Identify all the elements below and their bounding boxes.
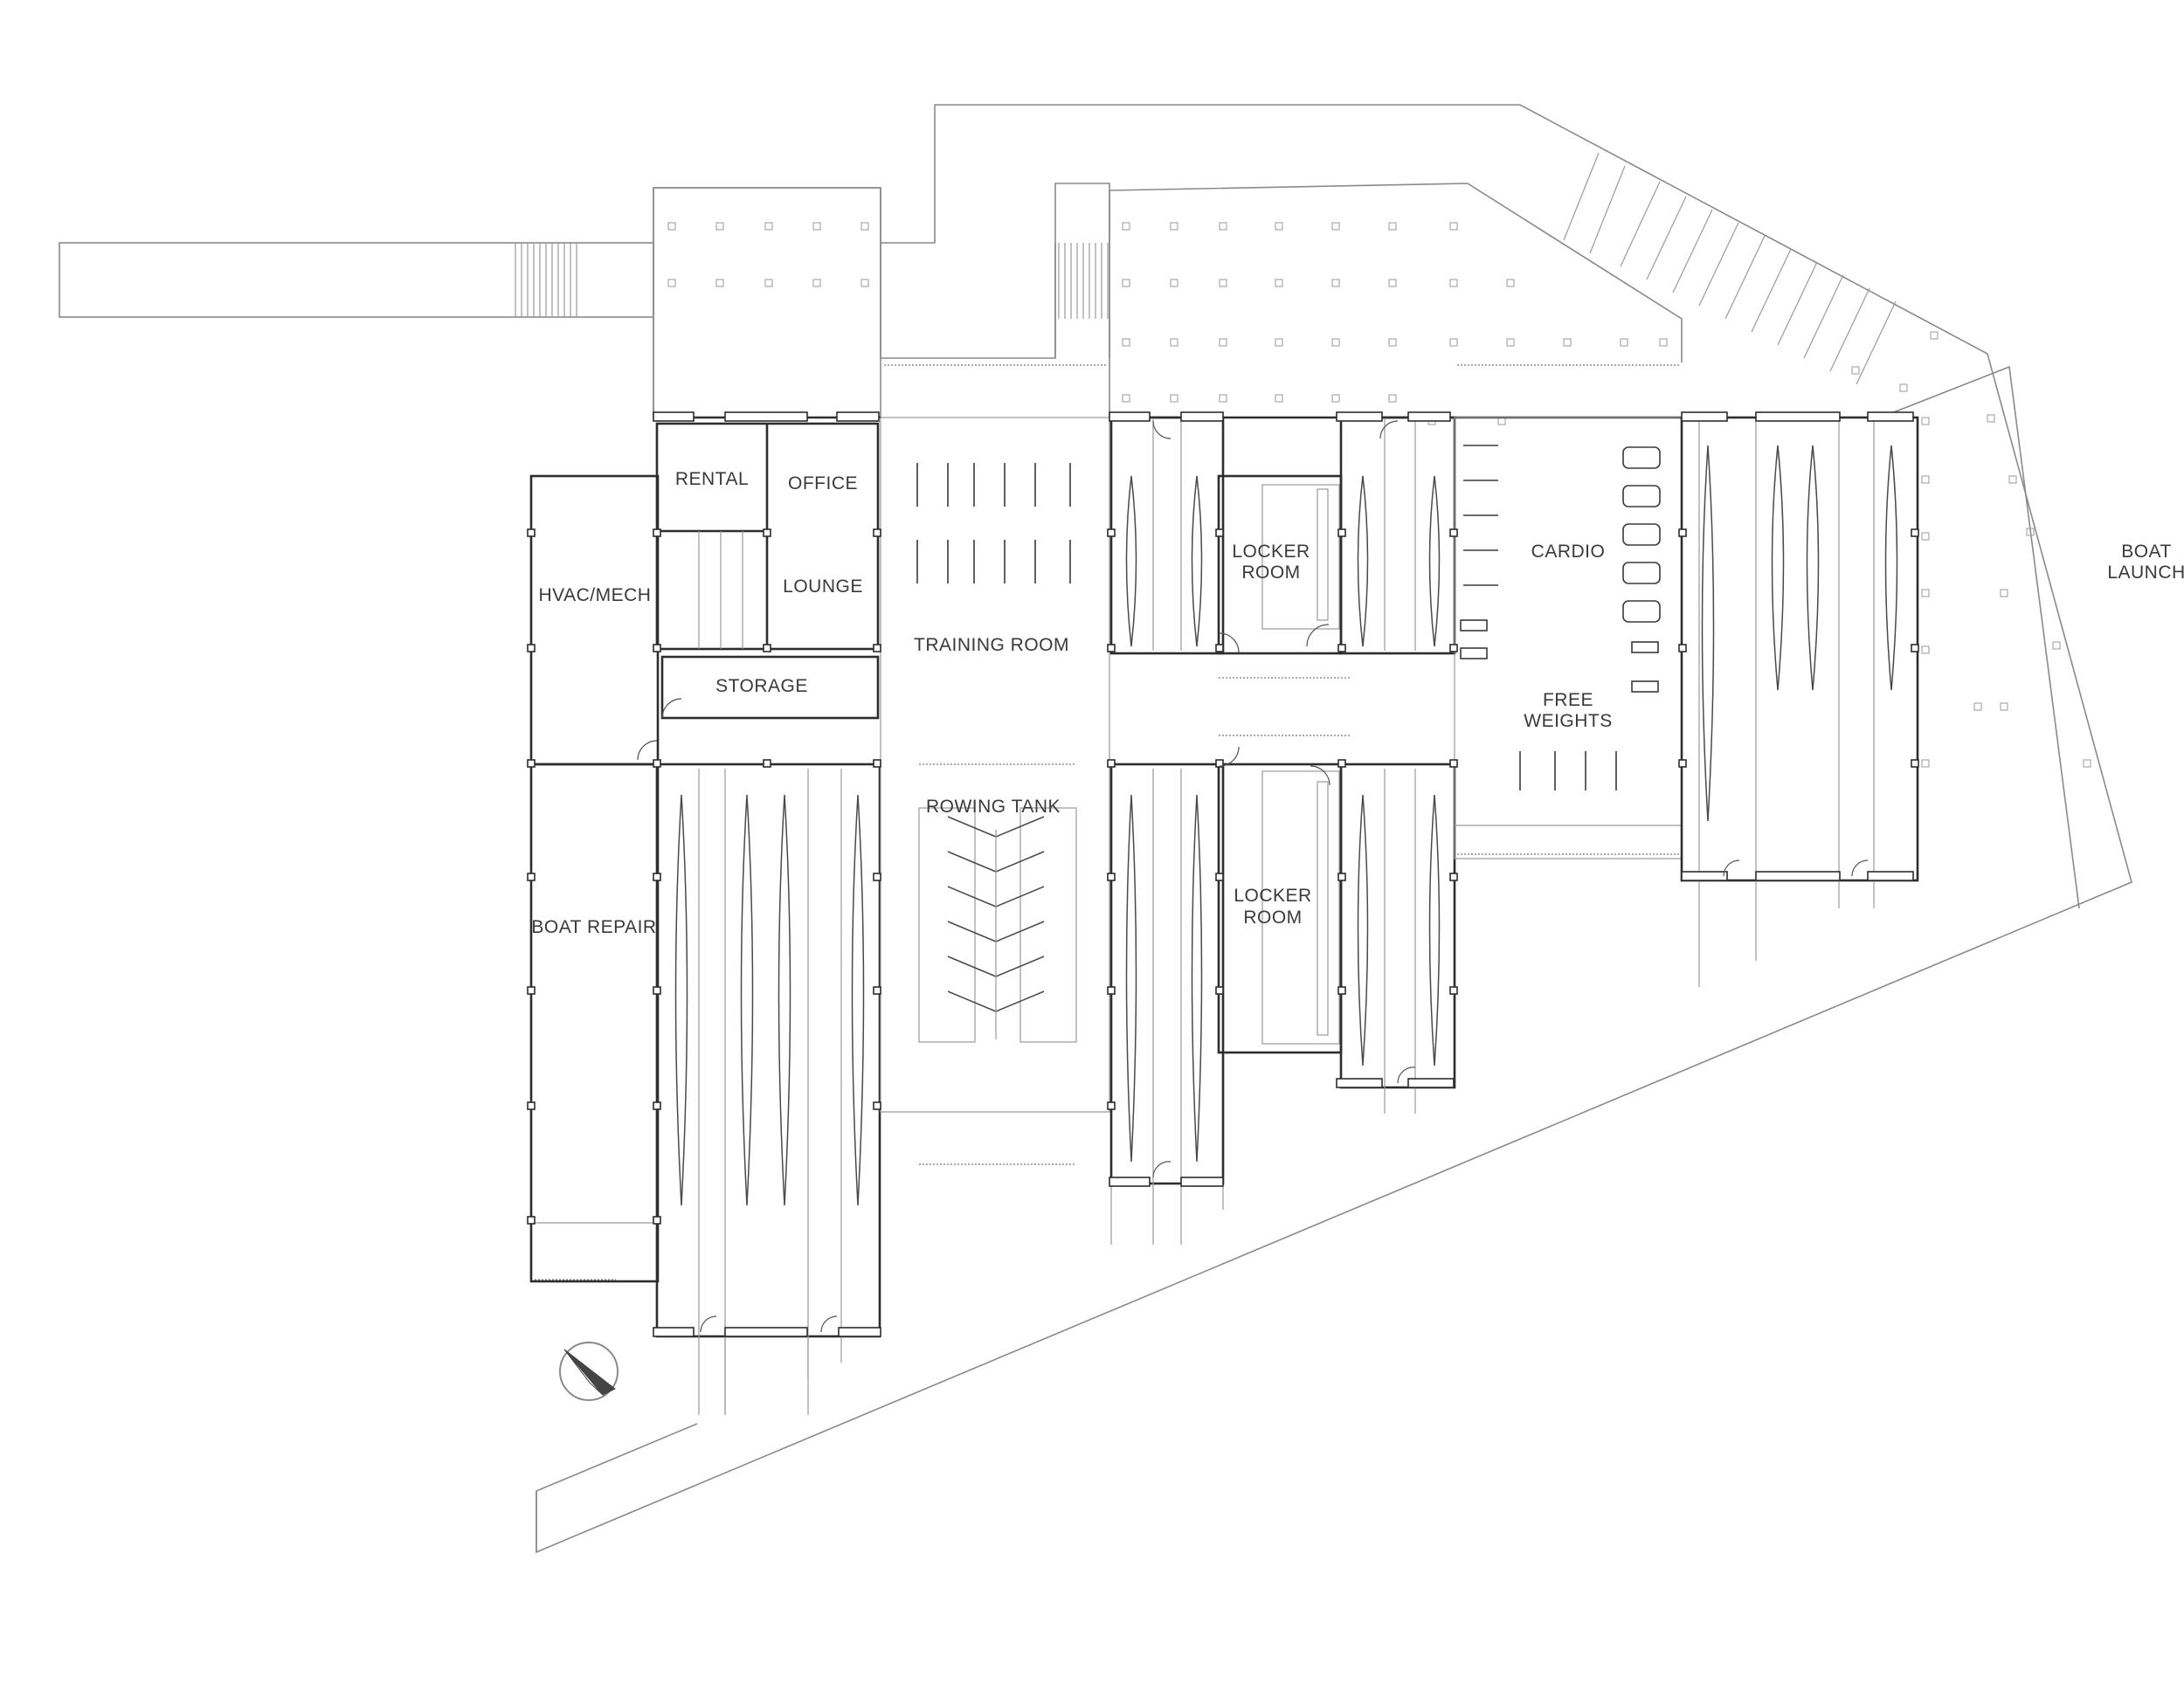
site-outline <box>59 104 2132 1554</box>
paving-grid <box>667 222 2091 768</box>
north-arrow-icon <box>559 1342 619 1401</box>
label-boat-launch-line2: LAUNCH <box>2107 563 2184 583</box>
walkway-steps-left <box>515 243 577 317</box>
label-cardio: CARDIO <box>1531 542 1606 562</box>
ramp-stripes <box>1563 152 1897 385</box>
label-locker-room-upper-line2: ROOM <box>1241 563 1300 583</box>
label-hvac: HVAC/MECH <box>539 585 652 605</box>
label-boat-launch-line1: BOAT <box>2121 542 2172 562</box>
label-locker-room-lower-line2: ROOM <box>1243 908 1302 928</box>
gym-equipment <box>916 445 1661 790</box>
boat-shells <box>674 445 1898 1206</box>
label-free-weights-line1: FREE <box>1543 690 1593 710</box>
label-storage: STORAGE <box>715 676 808 696</box>
walkway-steps-middle <box>1058 243 1109 319</box>
room-labels: RENTAL OFFICE LOUNGE HVAC/MECH STORAGE T… <box>531 469 2184 937</box>
label-office: OFFICE <box>788 473 858 494</box>
doors <box>637 420 1869 1333</box>
label-training-room: TRAINING ROOM <box>914 635 1069 655</box>
label-locker-room-lower-line1: LOCKER <box>1234 886 1311 906</box>
label-rental: RENTAL <box>675 469 749 489</box>
label-rowing-tank: ROWING TANK <box>926 797 1061 817</box>
rowing-tank <box>918 807 1077 1043</box>
label-boat-repair: BOAT REPAIR <box>531 917 656 937</box>
label-locker-room-upper-line1: LOCKER <box>1232 542 1310 562</box>
threshold-hatching <box>535 364 1679 1280</box>
label-lounge: LOUNGE <box>783 576 863 597</box>
building-walls <box>529 416 1919 1415</box>
structural-columns <box>527 411 1919 1337</box>
label-free-weights-line2: WEIGHTS <box>1524 711 1613 731</box>
